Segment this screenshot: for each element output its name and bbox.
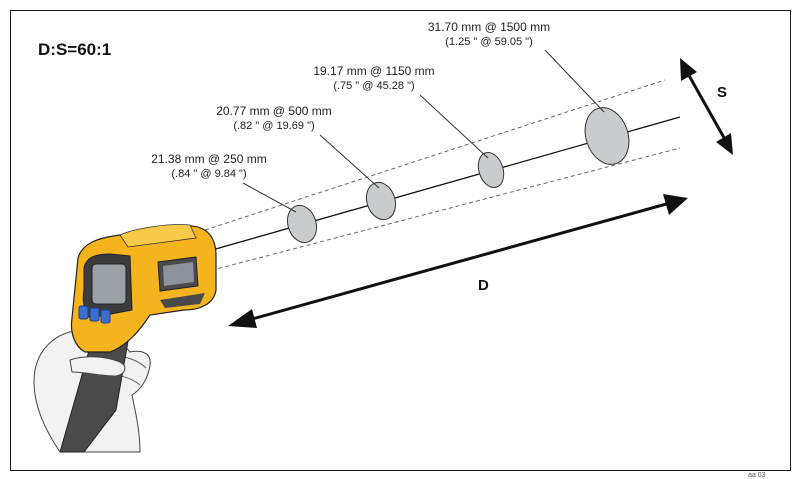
spot-size-arrow — [680, 58, 733, 155]
leader-500mm — [319, 134, 380, 189]
spot-imperial: (1.25 " @ 59.05 ") — [445, 36, 533, 48]
spot-label-250mm: 21.38 mm @ 250 mm (.84 " @ 9.84 ") — [139, 152, 279, 182]
spot-metric: 20.77 mm @ 500 mm — [216, 104, 332, 118]
thumb — [69, 356, 126, 377]
device-button — [78, 305, 89, 320]
spot-imperial: (.82 " @ 19.69 ") — [233, 120, 315, 132]
spot-label-1500mm: 31.70 mm @ 1500 mm (1.25 " @ 59.05 ") — [415, 20, 563, 50]
spot-size-label: S — [717, 84, 728, 101]
leader-1500mm — [544, 49, 605, 113]
distance-to-spot-ratio: D:S=60:1 — [38, 40, 112, 59]
distance-label: D — [478, 277, 489, 294]
cone-lower-line — [204, 147, 681, 273]
figure-id: aa 03 — [748, 472, 766, 479]
spot-metric: 31.70 mm @ 1500 mm — [427, 20, 551, 34]
device-screen — [91, 263, 127, 305]
device-button — [100, 309, 111, 324]
spot-imperial: (.84 " @ 9.84 ") — [171, 168, 247, 180]
spot-1150mm — [477, 151, 505, 189]
spot-label-500mm: 20.77 mm @ 500 mm (.82 " @ 19.69 ") — [204, 104, 344, 134]
leader-250mm — [242, 182, 297, 213]
distance-arrow — [228, 194, 688, 328]
spot-metric: 19.17 mm @ 1150 mm — [313, 64, 435, 78]
spot-500mm — [365, 181, 397, 221]
spot-250mm — [286, 204, 318, 244]
cone-upper-line — [204, 79, 666, 231]
spot-label-1150mm: 19.17 mm @ 1150 mm (.75 " @ 45.28 ") — [300, 64, 448, 94]
leader-1150mm — [419, 94, 489, 159]
figure-frame — [10, 10, 791, 471]
device-button — [89, 307, 100, 322]
thermometer-device — [70, 224, 217, 353]
spot-metric: 21.38 mm @ 250 mm — [151, 152, 267, 166]
spot-1500mm — [584, 107, 630, 165]
spot-imperial: (.75 " @ 45.28 ") — [333, 80, 415, 92]
